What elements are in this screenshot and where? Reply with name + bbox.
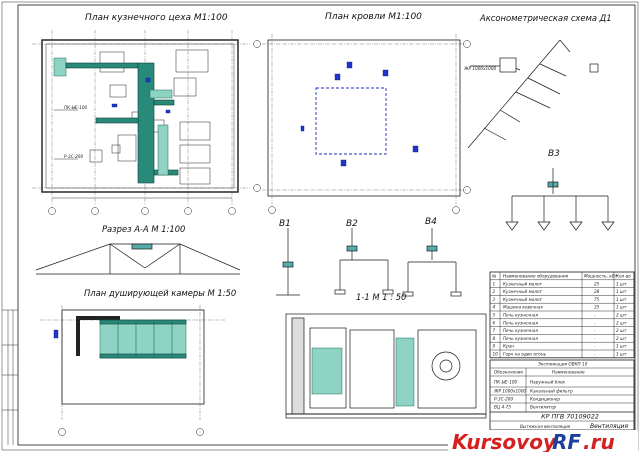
- table-row-power: 25: [594, 281, 600, 286]
- table-head-qty: Кол-во: [616, 274, 631, 279]
- table-head-power: Мощность, кВт: [584, 274, 618, 279]
- shower-plan: [40, 305, 225, 436]
- binding-strip: [2, 309, 18, 445]
- stamp-code: КР ПГВ 70109022: [541, 413, 599, 421]
- table-row-num: 2: [493, 289, 496, 294]
- table-row-num: 1: [493, 281, 496, 286]
- explication-name-4: Вентилятор: [530, 405, 557, 410]
- table-row-power: -: [594, 313, 596, 318]
- system-v3: В3: [548, 149, 560, 159]
- section-11: [285, 313, 487, 419]
- axon-title: Аксонометрическая схема Д1: [479, 13, 612, 23]
- table-row-num: 4: [493, 305, 496, 310]
- table-row-num: 8: [493, 336, 496, 341]
- eq-ref-1: ПК-ЫЕ-100: [64, 105, 88, 110]
- table-row-power: 75: [594, 297, 600, 302]
- table-row-qty: 1 шт: [616, 289, 627, 294]
- table-row-power: -: [594, 344, 596, 349]
- table-row-name: Кузнечный молот: [503, 297, 543, 302]
- system-v2: В2: [346, 219, 358, 229]
- svg-text:Kursovoy: Kursovoy: [452, 430, 557, 452]
- explication-code-4: ВЦ 4-75: [494, 405, 511, 410]
- stamp-sheet-title: Вентиляция: [590, 423, 629, 430]
- table-row-name: Печь кузнечная: [503, 336, 538, 341]
- explication-head-left: Обозначение: [494, 370, 523, 375]
- table-row-name: Машина ковочная: [503, 305, 543, 310]
- explication-name-3: Кондиционер: [530, 397, 560, 402]
- diffusers: [111, 77, 171, 114]
- table-row-power: -: [594, 328, 596, 333]
- table-row-name: Печь кузнечная: [503, 328, 538, 333]
- roof-fans: [300, 61, 419, 167]
- table-row-power: 35: [594, 305, 600, 310]
- table-row-num: 6: [493, 320, 496, 325]
- svg-text:RF: RF: [552, 430, 581, 452]
- explication-head-right: Наименование: [552, 370, 585, 375]
- table-row-num: 5: [493, 313, 496, 318]
- table-row-power: -: [594, 352, 596, 357]
- roof-zone: [315, 87, 387, 155]
- section-aa-title: Разрез А-А М 1:100: [102, 224, 185, 234]
- explication-code-3: Р-3С-200: [494, 397, 513, 402]
- axis-markers: [48, 40, 261, 215]
- system-v4: В4: [425, 217, 437, 227]
- table-row-name: Горн на один огонь: [503, 352, 547, 357]
- table-row-power: -: [594, 320, 596, 325]
- v-systems: [276, 228, 462, 297]
- table-row-qty: 1 шт: [616, 297, 627, 302]
- table-row-num: 3: [493, 297, 496, 302]
- roof-plan: [262, 34, 471, 214]
- table-row-qty: 1 шт: [616, 352, 627, 357]
- explication-code-1: ПК-ЫЕ-100: [494, 380, 518, 385]
- table-row-power: 28: [594, 289, 600, 294]
- table-head-num: №: [491, 274, 497, 279]
- table-head-name: Наименование оборудования: [503, 274, 569, 279]
- table-row-num: 10: [493, 352, 499, 357]
- table-row-name: Кран: [503, 344, 514, 349]
- table-row-qty: 1 шт: [616, 344, 627, 349]
- roof-plan-title: План кровли М1:100: [325, 12, 422, 22]
- sheet-frame: [17, 4, 636, 446]
- eq-ref-2: Р-3С-200: [64, 154, 83, 159]
- explication-code-2: ЖР 1000х1000: [493, 389, 526, 394]
- table-row-qty: 2 шт: [616, 336, 627, 341]
- stamp-subtitle: Вытяжная вентиляция: [520, 424, 571, 429]
- watermark-logo: Kursovoy RF .ru: [448, 430, 638, 452]
- v3-scheme: [505, 168, 615, 231]
- table-row-qty: 2 шт: [616, 313, 627, 318]
- table-row-qty: 1 шт: [616, 281, 627, 286]
- table-row-name: Кузнечный молот: [503, 289, 543, 294]
- explication-name-2: Канальный фильтр: [530, 389, 573, 394]
- svg-text:.ru: .ru: [583, 430, 615, 452]
- explication-table: Экспликация ОВКП 10 Обозначение Наименов…: [489, 359, 635, 431]
- table-row-name: Печь кузнечная: [503, 313, 538, 318]
- axonometric-scheme: [467, 39, 599, 149]
- forge-plan: ПК-ЫЕ-100 Р-3С-200: [32, 30, 261, 215]
- table-row-qty: 1 шт: [616, 305, 627, 310]
- table-row-name: Кузнечный молот: [503, 281, 543, 286]
- system-v1: В1: [279, 219, 291, 229]
- table-row-qty: 2 шт: [616, 320, 627, 325]
- table-row-name: Печь кузнечная: [503, 320, 538, 325]
- explication-title: Экспликация ОВКП 10: [537, 362, 588, 367]
- table-row-power: -: [594, 336, 596, 341]
- table-row-qty: 2 шт: [616, 328, 627, 333]
- shower-plan-title: План душирующей камеры М 1:50: [84, 288, 236, 298]
- table-row-num: 9: [493, 344, 496, 349]
- table-row-num: 7: [493, 328, 496, 333]
- forge-plan-title: План кузнечного цеха М1:100: [85, 13, 228, 23]
- axon-ref: ЖР 1000х1000: [463, 66, 496, 71]
- forge-ducts: [53, 57, 179, 184]
- section-aa: [35, 243, 241, 275]
- explication-name-1: Наружный блок: [530, 380, 566, 385]
- section-11-title: 1-1 М 1 : 50: [356, 292, 406, 302]
